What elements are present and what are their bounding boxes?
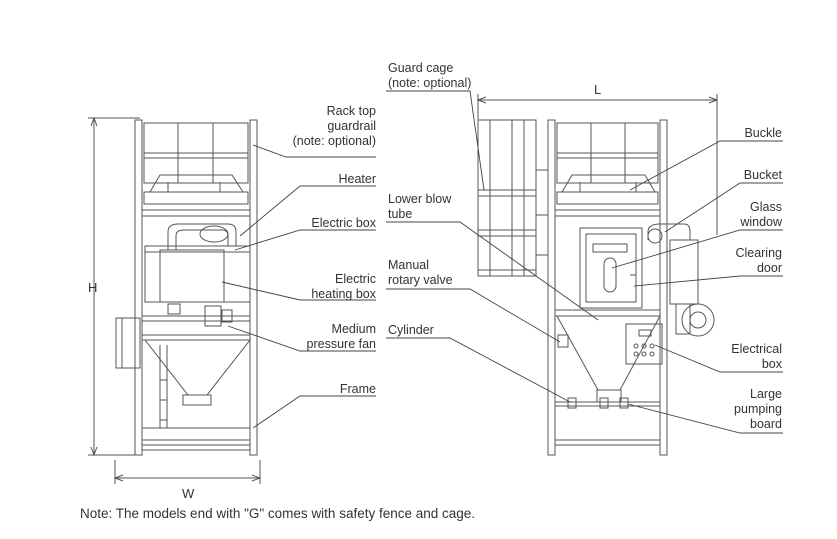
side-cone	[143, 339, 252, 428]
leader-glass-window	[611, 229, 783, 269]
label-glass-window: Glass window	[740, 200, 782, 229]
side-guardrail	[143, 122, 249, 184]
leader-frame	[252, 395, 376, 429]
leader-buckle	[629, 140, 783, 191]
label-bucket: Bucket	[743, 168, 782, 182]
footnote: Note: The models end with "G" comes with…	[80, 506, 476, 521]
label-electrical-box: Electrical box	[731, 342, 782, 371]
leader-electric-heating-box	[221, 281, 376, 301]
leader-bucket	[664, 182, 783, 233]
height-dimension	[88, 116, 140, 457]
side-heating-box	[144, 245, 251, 303]
front-pumping-board	[567, 397, 629, 409]
label-heater: Heater	[338, 172, 376, 186]
side-view	[88, 116, 262, 484]
label-buckle: Buckle	[744, 126, 782, 140]
leader-rack-top-guardrail	[252, 144, 376, 158]
label-large-pumping-board: Large pumping board	[734, 387, 782, 431]
label-cylinder: Cylinder	[388, 323, 434, 337]
side-components	[167, 303, 233, 327]
leader-electric-box	[234, 229, 376, 251]
label-clearing-door: Clearing door	[735, 246, 782, 275]
leader-clearing-door	[633, 275, 783, 287]
bucket	[579, 227, 643, 309]
label-manual-rotary-valve: Manual rotary valve	[388, 258, 453, 287]
leader-cylinder	[386, 337, 571, 403]
leader-medium-pressure-fan	[227, 325, 376, 352]
front-cone	[556, 315, 661, 403]
side-heater	[167, 223, 237, 250]
length-dimension	[476, 94, 719, 235]
width-dimension	[113, 460, 262, 484]
front-electrical-box	[625, 323, 663, 365]
front-guardrail	[556, 122, 659, 184]
leader-heater	[239, 185, 376, 237]
front-hopper-top	[556, 174, 659, 205]
width-dimension-label: W	[182, 486, 195, 501]
label-electric-box: Electric box	[311, 216, 376, 230]
front-heater	[647, 223, 699, 305]
label-guard-cage: Guard cage (note: optional)	[388, 61, 472, 90]
leader-manual-rotary-valve	[386, 288, 561, 343]
leader-lower-blow-tube	[386, 221, 599, 321]
front-frame	[547, 119, 668, 456]
front-fan	[675, 303, 715, 337]
side-fan	[115, 317, 141, 369]
label-rack-top-guardrail: Rack top guardrail (note: optional)	[292, 104, 376, 148]
label-lower-blow-tube: Lower blow tube	[388, 192, 452, 221]
leader-large-pumping-board	[627, 403, 783, 434]
leader-guard-cage	[386, 90, 485, 191]
front-view	[476, 94, 719, 456]
guard-cage	[477, 119, 548, 277]
label-medium-pressure-fan: Medium pressure fan	[306, 322, 376, 351]
leader-lines	[221, 90, 783, 434]
leader-electrical-box	[654, 344, 783, 373]
label-electric-heating-box: Electric heating box	[311, 272, 376, 301]
length-dimension-label: L	[594, 82, 601, 97]
side-hopper-top	[143, 174, 249, 205]
label-frame: Frame	[339, 382, 376, 396]
height-dimension-label: H	[88, 280, 97, 295]
front-rotary-valve	[557, 334, 569, 348]
